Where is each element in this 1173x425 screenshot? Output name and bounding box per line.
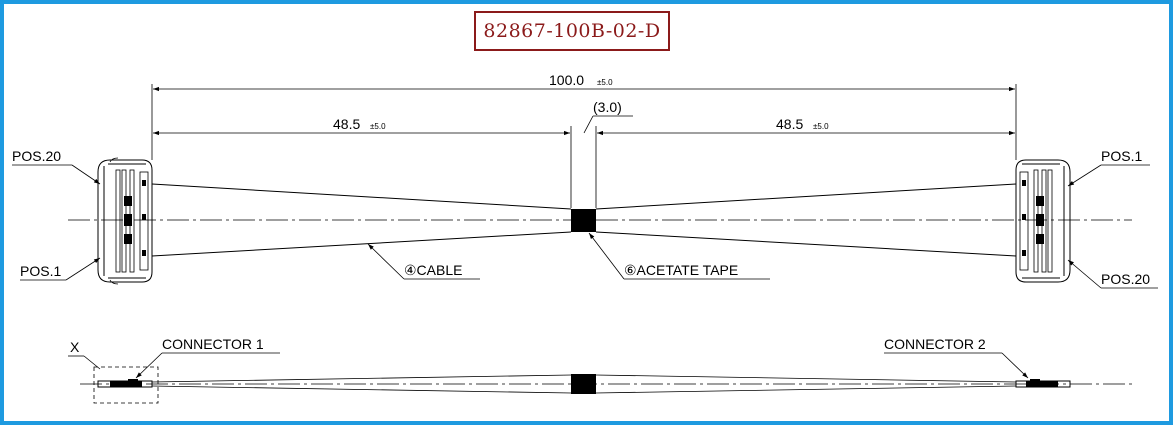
connector-1-leader [135,352,163,379]
left-pos-bottom-label: POS.1 [20,263,61,279]
detail-x-box [93,366,159,404]
cable-side-edge-2 [151,385,572,394]
cable-edge-left-bottom [151,231,572,257]
right-dimension-tolerance: ±5.0 [813,122,829,131]
right-pos-bottom-leader [1067,259,1102,289]
connector-2-side [1015,379,1071,388]
acetate-tape [571,209,596,232]
side-view: X CONNECTOR 1 CONNECTOR 2 [68,336,1132,404]
cable-label: ④CABLE [404,262,462,278]
cable-edge-left-top [151,183,572,210]
right-pos-bottom-label: POS.20 [1101,271,1150,287]
overall-dimension-value: 100.0 [549,72,584,88]
cable-edge-right-bottom [595,231,1017,257]
detail-x-leader [83,355,101,370]
tape-width-leader [583,115,594,134]
cable-side-edge-4 [595,385,1017,394]
left-dimension-value: 48.5 [333,116,360,132]
right-dimension-value: 48.5 [776,116,803,132]
cable-side-edge-3 [595,374,1017,383]
right-connector [1015,159,1071,283]
connector-1-label: CONNECTOR 1 [162,336,264,352]
connector-1-side [97,379,153,388]
cable-label-leader [367,243,405,280]
overall-dimension-tolerance: ±5.0 [597,78,613,87]
cable-side-edge-1 [151,374,572,383]
detail-x-label: X [70,339,80,355]
part-number-box: 82867-100B-02-D [474,11,670,51]
left-dimension-tolerance: ±5.0 [370,122,386,131]
right-pos-top-label: POS.1 [1101,148,1142,164]
left-pos-bottom-leader [65,257,101,281]
tape-width-value: (3.0) [593,99,622,115]
cable-edge-right-top [595,183,1017,210]
tape-label: ⑥ACETATE TAPE [624,262,738,278]
connector-2-label: CONNECTOR 2 [884,336,986,352]
right-pos-top-leader [1067,164,1102,187]
top-view: 100.0 ±5.0 48.5 ±5.0 48.5 ±5.0 (3.0) [12,72,1158,289]
left-connector [97,157,153,285]
part-number: 82867-100B-02-D [483,20,661,42]
tape-label-leader [588,232,625,280]
connector-2-leader [1001,352,1029,379]
acetate-tape-side [571,374,596,394]
left-pos-top-label: POS.20 [12,148,61,164]
left-pos-top-leader [71,164,101,185]
